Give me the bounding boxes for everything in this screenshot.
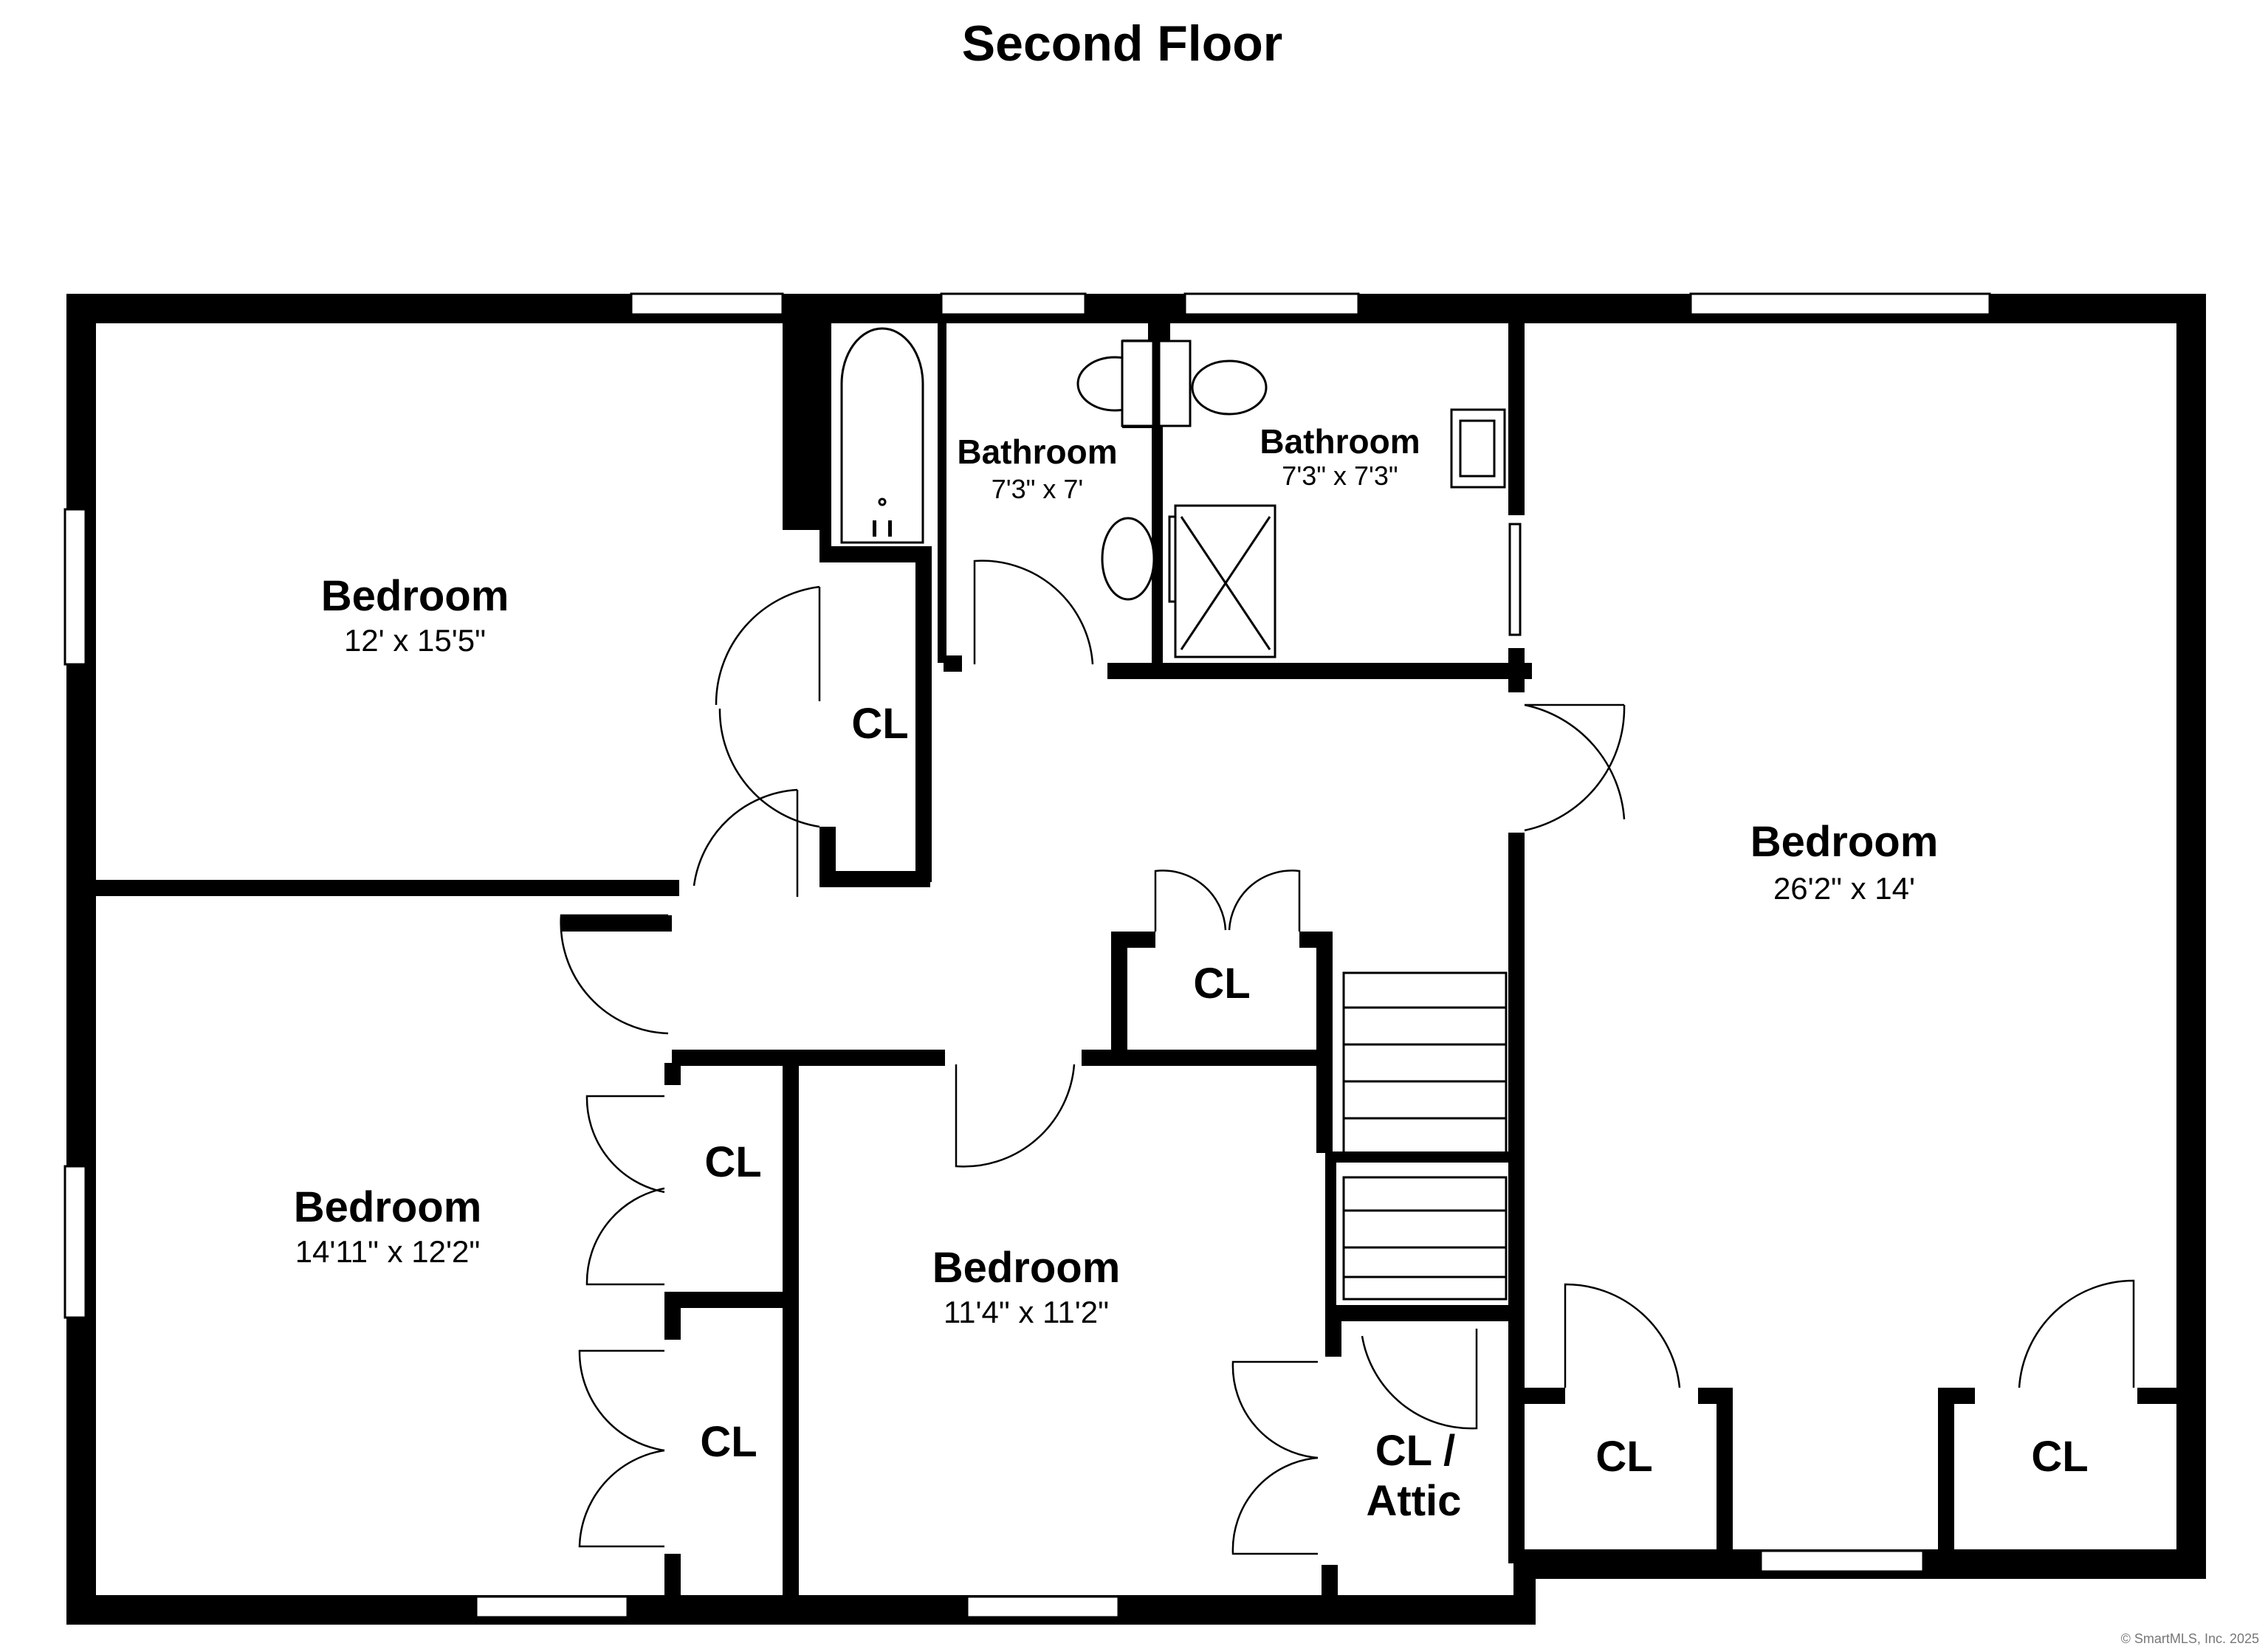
stairs xyxy=(1342,971,1508,1301)
bedroom-nw-dim: 12' x 15'5" xyxy=(344,623,486,658)
bedroom-center-dim: 11'4" x 11'2" xyxy=(944,1295,1109,1329)
bedroom-nw-name: Bedroom xyxy=(321,572,509,620)
bedroom-east-dim: 26'2" x 14' xyxy=(1773,871,1915,906)
bathroom-1-dim: 7'3" x 7' xyxy=(992,474,1084,504)
copyright-credit: © SmartMLS, Inc. 2025 xyxy=(2121,1631,2259,1646)
exterior-walls xyxy=(66,294,2206,1625)
bathroom-2-name: Bathroom xyxy=(1260,422,1420,461)
interior-walls xyxy=(96,323,2178,1609)
bedroom-center-name: Bedroom xyxy=(932,1244,1121,1292)
bedroom-sw-dim: 14'11" x 12'2" xyxy=(295,1234,481,1269)
bath-fixtures xyxy=(840,327,1506,658)
closet-attic-label-line1: CL / xyxy=(1375,1427,1456,1475)
windows xyxy=(63,292,1991,1619)
closet-north-label: CL xyxy=(851,700,908,748)
closet-hall-label: CL xyxy=(1193,960,1250,1008)
bathroom-1-name: Bathroom xyxy=(957,433,1117,471)
bathroom-2-dim: 7'3" x 7'3" xyxy=(1282,461,1398,491)
floor-title: Second Floor xyxy=(962,16,1282,72)
closet-attic-label-line2: Attic xyxy=(1367,1477,1462,1525)
closet-sw-lower-label: CL xyxy=(700,1418,757,1466)
closet-east-left-label: CL xyxy=(1595,1433,1652,1481)
bedroom-sw-name: Bedroom xyxy=(294,1183,482,1231)
doors xyxy=(560,560,2135,1555)
bedroom-east-name: Bedroom xyxy=(1750,818,1939,866)
closet-east-right-label: CL xyxy=(2031,1433,2088,1481)
closet-sw-upper-label: CL xyxy=(704,1138,761,1186)
